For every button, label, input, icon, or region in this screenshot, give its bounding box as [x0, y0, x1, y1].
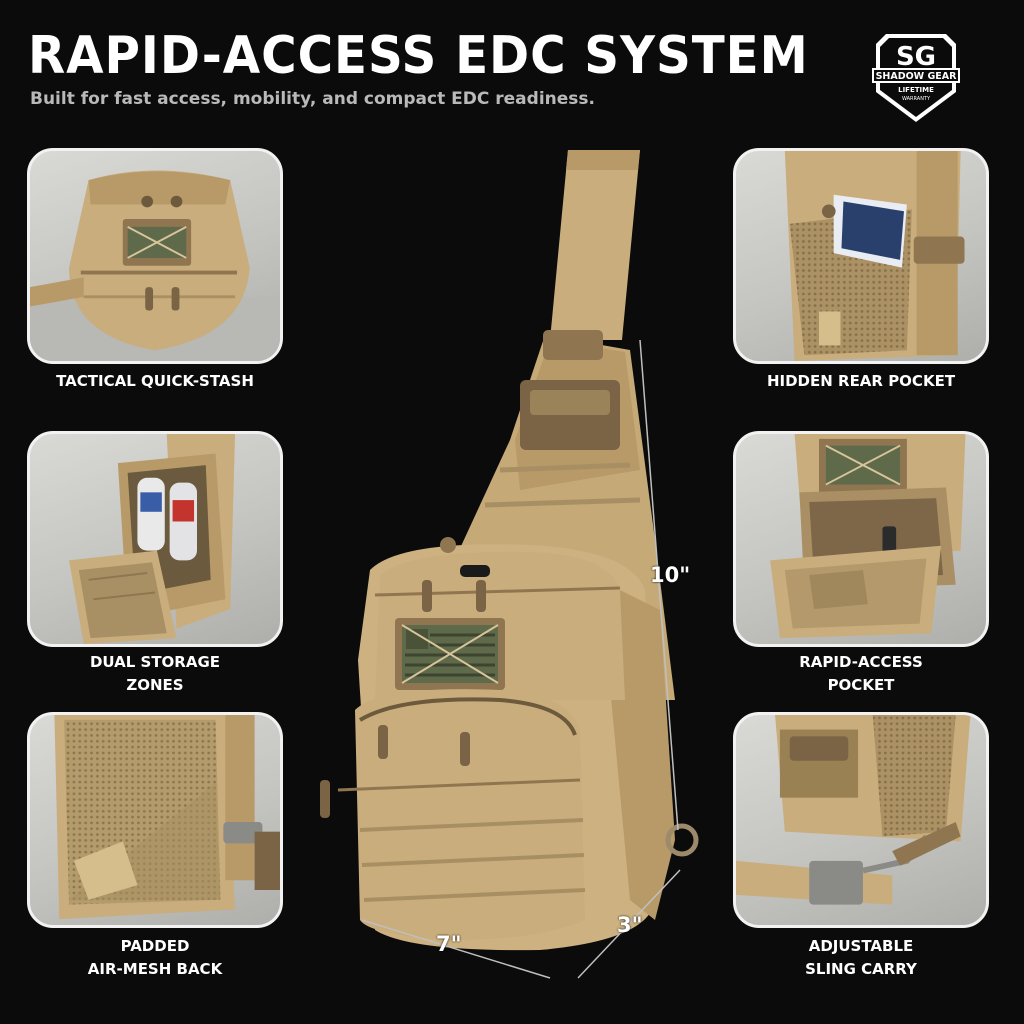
feature-caption-dual-storage: DUAL STORAGE ZONES — [89, 653, 221, 694]
feature-image-air-mesh — [27, 712, 283, 928]
logo-badge-line1: LIFETIME — [898, 86, 934, 94]
dimension-height-label: 10" — [650, 563, 691, 587]
feature-caption-air-mesh: PADDED AIR-MESH BACK — [87, 937, 223, 978]
feature-image-hidden-pocket — [733, 148, 989, 364]
product-image-sling-bag — [300, 140, 720, 1000]
feature-caption-sling-carry: ADJUSTABLE SLING CARRY — [805, 937, 917, 978]
brand-logo: SG SHADOW GEAR LIFETIME WARRANTY — [866, 30, 966, 126]
logo-badge-line2: WARRANTY — [902, 96, 931, 102]
feature-caption-hidden-pocket: HIDDEN REAR POCKET — [766, 372, 956, 390]
feature-image-dual-storage — [27, 431, 283, 647]
feature-image-quick-stash — [27, 148, 283, 364]
page-subtitle: Built for fast access, mobility, and com… — [30, 89, 595, 109]
shield-icon: SG SHADOW GEAR LIFETIME WARRANTY — [872, 34, 960, 122]
feature-image-rapid-pocket — [733, 431, 989, 647]
feature-image-sling-carry — [733, 712, 989, 928]
logo-brand: SHADOW GEAR — [876, 71, 958, 82]
logo-monogram: SG — [896, 42, 936, 72]
dimension-width-label: 7" — [436, 932, 462, 956]
dimension-depth-label: 3" — [617, 913, 643, 937]
page-title: RAPID-ACCESS EDC SYSTEM — [28, 26, 809, 86]
feature-caption-quick-stash: TACTICAL QUICK-STASH — [56, 372, 254, 390]
feature-caption-rapid-pocket: RAPID-ACCESS POCKET — [799, 653, 923, 694]
